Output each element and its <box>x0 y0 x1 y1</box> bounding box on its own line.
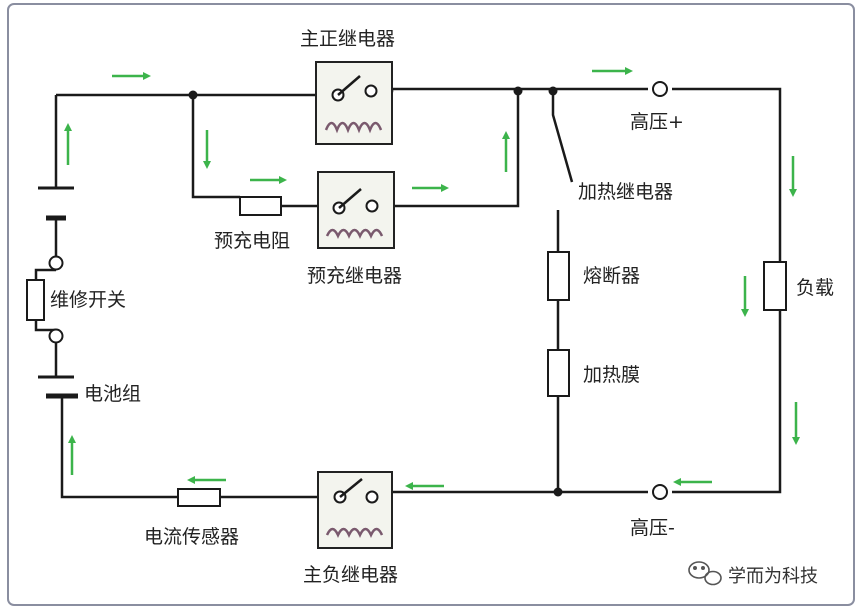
wechat-icon <box>688 561 722 586</box>
heating-film-label: 加热膜 <box>583 364 640 386</box>
hv-positive-label: 高压+ <box>630 111 684 133</box>
heating-film[interactable] <box>547 349 570 397</box>
precharge-relay-label: 预充继电器 <box>307 265 402 287</box>
junction-dot <box>553 487 563 497</box>
service-switch-label: 维修开关 <box>50 289 126 311</box>
watermark: 学而为科技 <box>688 561 818 587</box>
current-flow-arrows <box>64 67 800 490</box>
main-negative-relay-label: 主负继电器 <box>303 564 398 586</box>
junction-dot <box>513 86 523 96</box>
battery-pack-label: 电池组 <box>84 383 141 405</box>
labels: 主正继电器 预充电阻 预充继电器 加热继电器 熔断器 加热膜 高压+ 高压- 负… <box>50 28 834 586</box>
load-label: 负载 <box>796 277 834 299</box>
junction-dot <box>188 90 198 100</box>
fuse-label: 熔断器 <box>583 265 640 287</box>
heating-relay-label: 加热继电器 <box>578 181 673 203</box>
diagram-frame <box>7 3 855 606</box>
precharge-relay[interactable] <box>317 171 395 249</box>
hv-positive-terminal <box>652 81 668 97</box>
service-switch-fuse[interactable] <box>26 279 45 321</box>
junction-dot <box>548 86 558 96</box>
load-resistor[interactable] <box>763 261 787 311</box>
battery-pack-symbol <box>38 186 78 399</box>
current-sensor-label: 电流传感器 <box>144 526 239 548</box>
fuse[interactable] <box>547 251 570 301</box>
service-switch-terminal-top <box>48 255 64 271</box>
main-negative-relay[interactable] <box>317 471 393 549</box>
current-sensor[interactable] <box>177 488 221 507</box>
main-positive-relay-label: 主正继电器 <box>300 28 395 50</box>
precharge-resistor-label: 预充电阻 <box>214 230 290 252</box>
service-switch-terminal-bottom <box>48 328 64 344</box>
precharge-resistor[interactable] <box>239 196 282 216</box>
hv-negative-terminal <box>652 484 668 500</box>
watermark-text: 学而为科技 <box>728 566 818 587</box>
junctions <box>188 86 563 497</box>
main-positive-relay[interactable] <box>315 61 393 145</box>
hv-negative-label: 高压- <box>630 517 675 539</box>
